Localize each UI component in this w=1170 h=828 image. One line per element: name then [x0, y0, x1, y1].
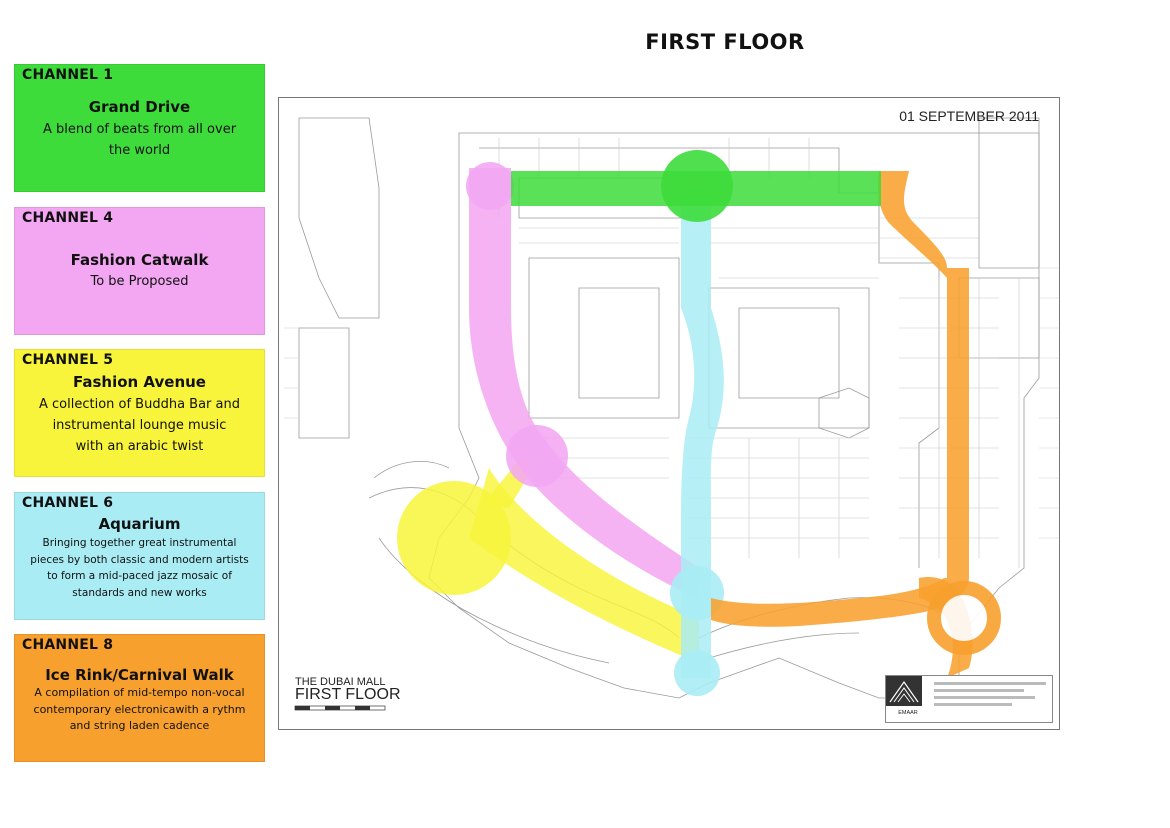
- floor-label: FIRST FLOOR: [295, 686, 401, 703]
- scale-bar: [294, 705, 386, 711]
- channel-5-name: Fashion Avenue: [72, 373, 206, 391]
- channel-6-box[interactable]: CHANNEL 6 Aquarium Bringing together gre…: [14, 492, 265, 620]
- map-date: 01 SEPTEMBER 2011: [899, 108, 1039, 124]
- mall-name: THE DUBAI MALL: [295, 676, 386, 688]
- store-grid: [498, 138, 1020, 568]
- zone-fashion-avenue[interactable]: [397, 458, 699, 663]
- page-title: FIRST FLOOR: [645, 30, 805, 54]
- channel-8-description: A compilation of mid-tempo non-vocal con…: [33, 686, 246, 732]
- parking-strips: [284, 267, 1059, 539]
- channel-5-description: A collection of Buddha Bar and instrumen…: [38, 397, 240, 454]
- zone-aquarium[interactable]: [670, 188, 724, 696]
- floor-plan-drawing: [284, 117, 1059, 711]
- emaar-logo-text: EMAAR: [898, 710, 918, 716]
- floor-plan-map[interactable]: 01 SEPTEMBER 2011 THE DUBAI MALL FIRST F…: [278, 97, 1060, 730]
- channel-1-box[interactable]: CHANNEL 1 Grand Drive A blend of beats f…: [14, 64, 265, 192]
- zone-ice-rink[interactable]: [711, 171, 1001, 678]
- channel-5-number: CHANNEL 5: [22, 352, 114, 368]
- channel-1-number: CHANNEL 1: [22, 67, 114, 83]
- zone-grand-drive[interactable]: [511, 150, 881, 222]
- emaar-logo: EMAAR: [885, 675, 1053, 723]
- channel-6-number: CHANNEL 6: [22, 495, 114, 511]
- channel-4-description: To be Proposed: [90, 274, 189, 289]
- channel-5-box[interactable]: CHANNEL 5 Fashion Avenue A collection of…: [14, 349, 265, 477]
- channel-1-name: Grand Drive: [88, 98, 191, 116]
- channel-1-description: A blend of beats from all over the world: [42, 122, 237, 158]
- channel-6-description: Bringing together great instrumental pie…: [30, 537, 249, 599]
- channel-4-name: Fashion Catwalk: [70, 251, 209, 269]
- channel-4-number: CHANNEL 4: [22, 210, 114, 226]
- title-block-lines: [934, 682, 1046, 710]
- channel-6-name: Aquarium: [98, 515, 181, 533]
- emaar-mark-icon: [886, 676, 922, 706]
- channel-8-number: CHANNEL 8: [22, 637, 114, 653]
- channel-8-box[interactable]: CHANNEL 8 Ice Rink/Carnival Walk A compi…: [14, 634, 265, 762]
- channel-4-box[interactable]: CHANNEL 4 Fashion Catwalk To be Proposed: [14, 207, 265, 335]
- channel-8-name: Ice Rink/Carnival Walk: [45, 666, 234, 684]
- zone-fashion-catwalk[interactable]: [466, 162, 699, 598]
